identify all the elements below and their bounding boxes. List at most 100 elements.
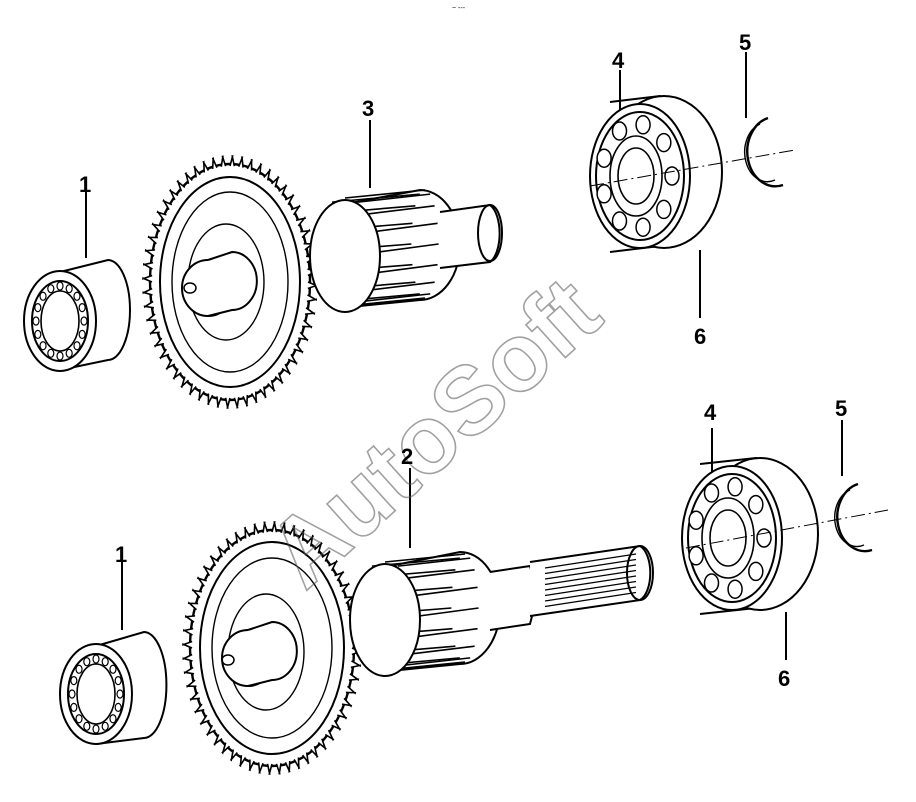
lower-assembly [59,420,889,775]
gear-tooth [280,522,287,534]
upper-shaft-end [439,203,503,269]
gear-tooth [188,383,197,396]
needle-roller [56,351,64,361]
gear-tooth [156,210,167,221]
gear-tooth [209,554,220,567]
gear-tooth [331,719,342,732]
bearing-ball [703,483,720,503]
gear-tooth [310,746,319,759]
gear-tooth [220,155,227,167]
gear-tooth [257,762,264,774]
gear-tooth [184,614,196,623]
callout-upper-3: 3 [362,96,374,121]
gear-tooth [238,755,247,768]
bearing-ball [611,121,628,141]
gear-tooth [341,697,353,708]
gear-tooth [298,331,309,342]
pinion-tooth [368,281,435,291]
gear-tooth [237,156,244,168]
gear-tooth [206,724,216,737]
needle-roller [101,721,109,731]
gear-tooth [233,397,240,409]
gear-tooth [216,396,223,408]
gear-tooth [184,171,193,184]
gear-tooth [202,564,213,577]
needle-roller [109,714,117,724]
gear-tooth [189,691,201,702]
gear-tooth [306,534,315,547]
callout-upper-5: 5 [739,30,751,55]
needle-roller [39,341,47,351]
gear-tooth [348,673,360,682]
gear-tooth [229,749,238,762]
needle-roller [75,714,83,724]
gear-tooth [159,348,170,360]
gear-tooth [284,761,291,773]
lower-needle-bearing [59,630,168,745]
gear-tooth [345,685,357,695]
needle-roller [70,702,78,712]
lower-circlip [834,482,873,553]
needle-roller [116,689,124,699]
gear-tooth [337,709,348,720]
gear-tooth [295,216,307,227]
spline-line [544,580,637,597]
gear-tooth [297,528,306,541]
lower-pinion [349,550,501,677]
callout-upper-4: 4 [612,48,625,73]
pinion-tooth [376,222,438,233]
gear-tooth [199,714,210,726]
gear-tooth [300,228,311,239]
needle-roller [39,291,47,301]
gear-tooth [284,193,295,206]
callout-lower-4: 4 [704,400,717,425]
bearing-ball [635,115,651,135]
gear-tooth [324,729,335,742]
gear-tooth [250,391,258,404]
pinion-tooth [378,243,439,253]
needle-roller [109,664,117,674]
gear-tooth [317,738,327,751]
needle-roller [80,316,88,326]
gear-tooth [339,582,350,593]
gear-tooth [147,235,158,245]
spline-line [544,591,637,608]
gear-tooth [217,545,227,558]
spline-line [544,586,637,602]
pinion-tooth [408,569,475,579]
bearing-ball [748,561,764,582]
gear-tooth [255,162,263,175]
gear-tooth [211,157,218,169]
needle-roller [92,654,100,664]
bearing-ball [748,494,764,515]
gear-tooth [182,627,194,636]
callout-lower-5: 5 [835,396,847,421]
gear-tooth [301,752,310,765]
gear-tooth [304,307,316,316]
bearing-ball [611,211,628,231]
bearing-ball [703,573,720,593]
needle-roller [32,316,40,326]
gear-tooth [278,184,288,196]
spline-line [544,569,637,586]
gear-tooth [306,294,318,303]
gear-tooth [242,395,249,407]
needle-roller [73,341,81,351]
gear-tooth [275,763,282,775]
gear-tooth [182,653,193,662]
needle-roller [65,348,73,358]
gear-tooth [350,660,362,669]
gear-tooth [194,703,205,714]
gear-tooth [202,160,210,173]
pinion-tooth [376,263,438,274]
spline-line [544,558,637,575]
gear-tooth [225,537,234,550]
upper-assembly [23,52,796,409]
needle-roller [114,676,122,686]
gear-tooth [186,679,197,688]
gear-tooth [274,372,284,385]
callout-upper-6: 6 [694,324,706,349]
callout-upper-1: 1 [79,172,91,197]
spline-line [544,564,637,580]
pinion-tooth [416,627,478,638]
